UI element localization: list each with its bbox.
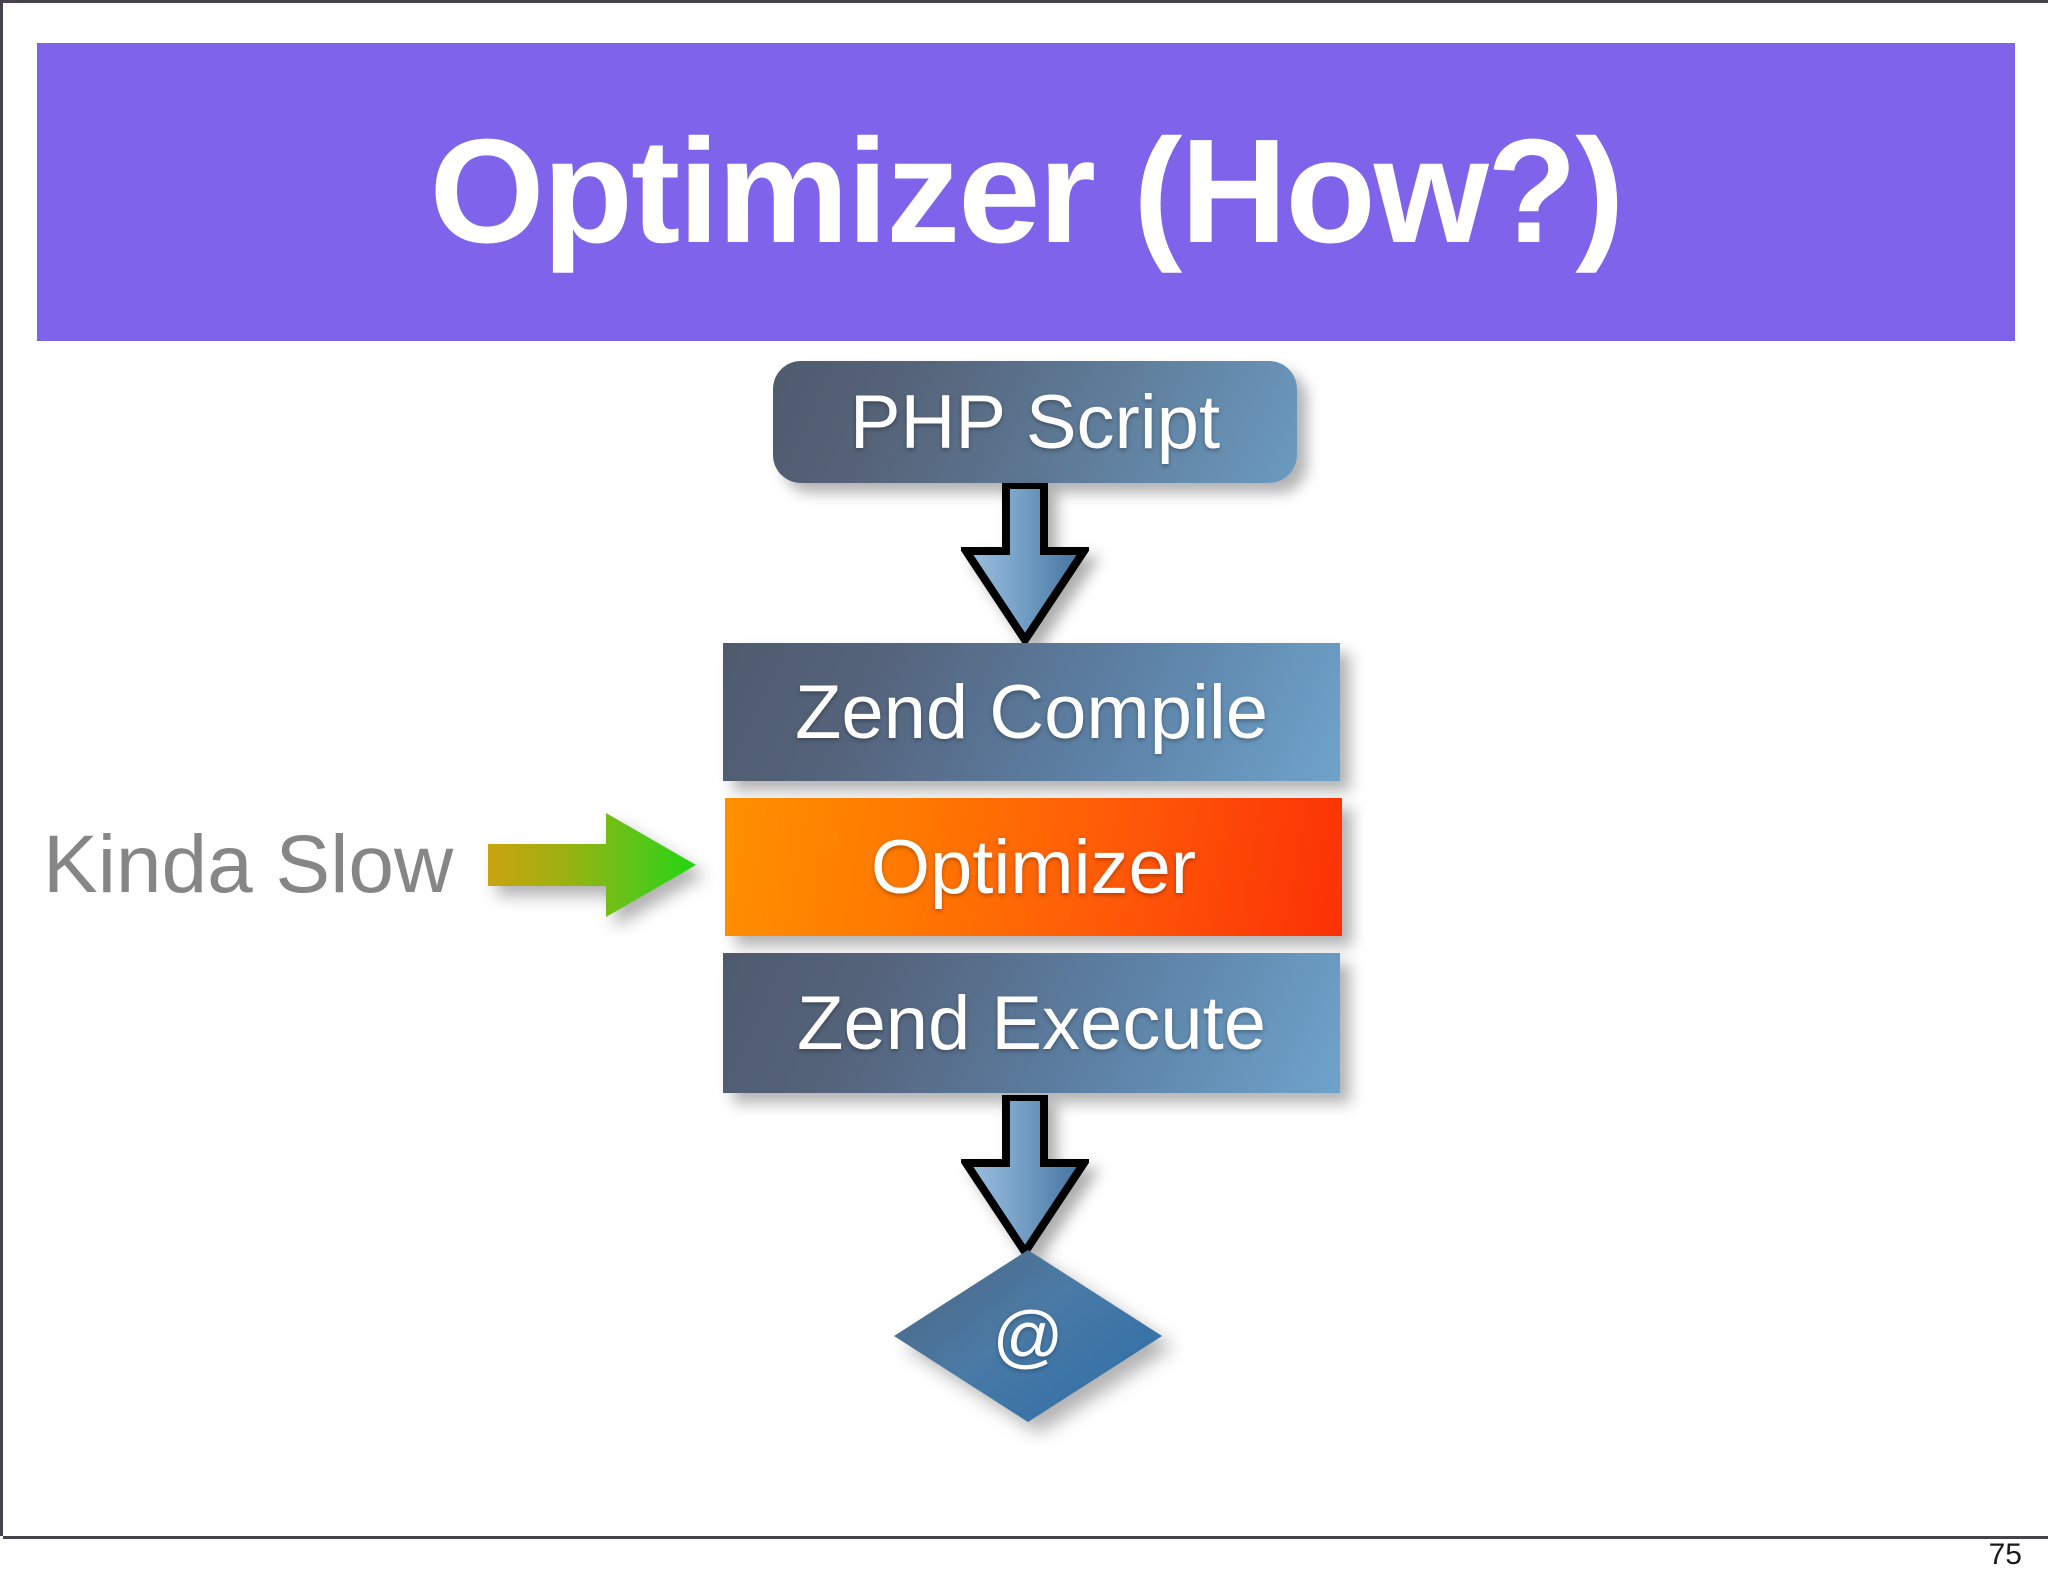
footer-divider: [3, 1536, 2048, 1539]
slide-title: Optimizer (How?): [429, 109, 1624, 274]
node-zend-compile-label: Zend Compile: [794, 669, 1269, 755]
node-zend-compile[interactable]: Zend Compile: [723, 643, 1340, 781]
node-php-script[interactable]: PHP Script: [773, 361, 1297, 483]
node-zend-execute[interactable]: Zend Execute: [723, 953, 1340, 1093]
node-zend-execute-label: Zend Execute: [797, 980, 1266, 1066]
title-banner: Optimizer (How?): [37, 43, 2015, 341]
slide-canvas: Optimizer (How?) PHP Script Zend Compile…: [0, 0, 2048, 1539]
node-optimizer-label: Optimizer: [870, 824, 1197, 910]
node-at-output[interactable]: [893, 1249, 1163, 1423]
node-optimizer[interactable]: Optimizer: [725, 798, 1342, 936]
page-number: 75: [1988, 1538, 2022, 1571]
arrow-right-icon-kinda-slow: [488, 813, 696, 917]
arrow-down-icon-execute-to-output: [961, 1095, 1089, 1255]
node-php-script-label: PHP Script: [849, 379, 1221, 465]
arrow-down-icon-php-to-compile: [961, 483, 1089, 643]
annotation-kinda-slow-label: Kinda Slow: [43, 819, 454, 910]
